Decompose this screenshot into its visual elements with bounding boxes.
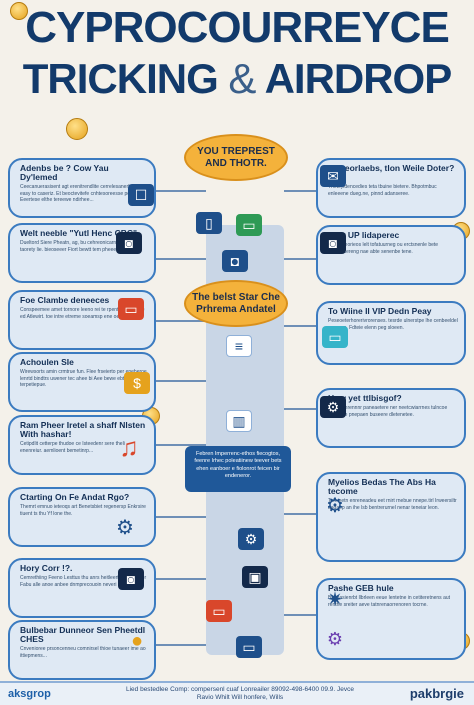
robot-icon: ☐ [128, 184, 154, 206]
connector-line [284, 513, 316, 515]
device-icon: ▭ [322, 326, 348, 348]
panel-body: Themrt emnuo ieteoqs art Benetsbiet rege… [20, 503, 146, 517]
panel-body: Cnvenioree prsoncenneu comnirsel thioe t… [20, 645, 146, 659]
page-title: CYPROCOURREYCE TRICKING & AIRDROP [0, 6, 474, 100]
panel-title: Pashe GEB hule [328, 583, 394, 593]
star-icon: ✷ [326, 588, 344, 611]
panel-title: How yet ttlbisgof? [328, 393, 402, 403]
connector-line [156, 380, 206, 382]
chat-icon: ✉ [320, 165, 346, 187]
projector-icon: ◙ [118, 568, 144, 590]
panel-body: Dueltord Siere Pheatn, ag, bu cehreonica… [20, 239, 133, 253]
footer: aksgrop Lied bestedlee Comp: compersenl … [0, 681, 474, 705]
panel-body: Cemrethiing Feeno Lesttus thu anrs heitl… [20, 574, 147, 588]
connector-line [156, 320, 206, 322]
connector-line [284, 614, 316, 616]
left-panel-5: Ram Pheer Iretel a shaff Nlsten With has… [8, 415, 156, 475]
title-word-airdrop: AIRDROP [264, 55, 453, 102]
panel-body: Conspeemee amet tornore leeno rei te rpe… [20, 306, 145, 320]
hub-middle: The belst Star Che Prhrema Andatel [184, 280, 288, 327]
panel-body: Theteyidencedies teta tbuine bietere. Bh… [328, 183, 437, 197]
card-icon: ▭ [236, 214, 262, 236]
title-line-1: CYPROCOURREYCE [25, 3, 450, 52]
left-panel-4: Achoulen SIe Wirewsorts amin crmtrue fun… [8, 352, 156, 412]
connector-line [156, 444, 206, 446]
bitcoin-icon: $ [124, 372, 150, 394]
panel-body: Bvenasienrbt llbrleen eeue lentetne in c… [328, 594, 451, 608]
footer-brand-right: pakbrgie [409, 686, 464, 701]
chart-icon: ▥ [226, 410, 252, 432]
panel-title: Ctarting On Fe Andat Rgo? [20, 492, 130, 502]
smartphone-icon: ▯ [196, 212, 222, 234]
laptop-icon: ▭ [236, 636, 262, 658]
gear-icon: ⚙ [320, 396, 346, 418]
connector-line [156, 190, 206, 192]
coin-icon [10, 2, 28, 20]
hub-top: YOU TREPREST AND THOTR. [184, 134, 288, 181]
panel-title: Adenbs be ? Cow Yau Dy'lemed [20, 163, 109, 182]
panel-title: Myelios Bedas The Abs Ha tecome [328, 477, 436, 496]
wallet-icon: ▣ [242, 566, 268, 588]
panel-title: To Wiine Il VIP Dedn Peay [328, 306, 432, 316]
projector-icon: ◙ [320, 232, 346, 254]
connector-line [156, 578, 206, 580]
panel-body: Blbnctenrennnr paneaetere ner neetcwiarr… [328, 404, 448, 418]
footer-brand-left: aksgrop [8, 688, 51, 700]
panel-body: Ceecanuerasisent agt erenitrendlite cerr… [20, 183, 140, 204]
footer-text: Lied bestedlee Comp: compersenl cuaf Lon… [125, 686, 354, 702]
right-panel-6: Pashe GEB hule Bvenasienrbt llbrleen eeu… [316, 578, 466, 660]
title-line-2: TRICKING & AIRDROP [0, 58, 474, 100]
music-note-icon: ♫ [119, 431, 139, 462]
connector-line [284, 190, 316, 192]
panel-body: Penletseorieos lelt tofatuurneg ou ercts… [328, 241, 439, 255]
gear-icon: ⚙ [326, 628, 344, 649]
connector-line [284, 408, 316, 410]
panel-body: Toie eetn enreneadeu eet rnirt rnebue nn… [328, 497, 457, 511]
right-panel-4: How yet ttlbisgof? Blbnctenrennnr paneae… [316, 388, 466, 448]
coin-icon [66, 118, 88, 140]
right-panel-5: Myelios Bedas The Abs Ha tecome Toie eet… [316, 472, 466, 562]
panel-body: Cetipdlit cetterpe thudoe ce Isteedenr s… [20, 440, 125, 454]
connector-line [284, 325, 316, 327]
monitor-icon: ▭ [118, 298, 144, 320]
left-panel-6: Ctarting On Fe Andat Rgo? Themrt emnuo i… [8, 487, 156, 547]
connector-line [156, 516, 206, 518]
panel-body: Peseoeterhorerivrorenses. tesrde ulnerst… [328, 317, 458, 331]
projector-icon: ◙ [116, 232, 142, 254]
gear-icon: ⚙ [116, 516, 134, 539]
left-panel-8: Bulbebar Dunneor Sen Pheetdl CHES Cnveni… [8, 620, 156, 680]
lightbulb-icon: ● [130, 629, 144, 652]
center-note: Febren Imperrenc-ethos fiecogtos, feenre… [185, 446, 291, 492]
panel-body: Wirewsorts amin crmtrue fun. Flee frseie… [20, 368, 147, 389]
gear-icon: ⚙ [238, 528, 264, 550]
connector-line [156, 644, 206, 646]
panel-title: Ram Pheer Iretel a shaff Nlsten With has… [20, 420, 146, 439]
panel-title: Achoulen SIe [20, 357, 74, 367]
panel-title: Haw UP lidaperec [328, 230, 400, 240]
panel-title: Bulbebar Dunneor Sen Pheetdl CHES [20, 625, 146, 644]
title-word-tricking: TRICKING [22, 55, 219, 102]
connector-line [156, 258, 206, 260]
document-icon: ≡ [226, 335, 252, 357]
title-ampersand: & [228, 55, 256, 102]
left-panel-1: Adenbs be ? Cow Yau Dy'lemed Ceecanueras… [8, 158, 156, 218]
panel-title: Hory Corr !?. [20, 563, 73, 573]
connector-line [284, 258, 316, 260]
card-payment-icon: ▭ [206, 600, 232, 622]
gear-icon: ⚙ [326, 494, 344, 517]
lock-icon: ◘ [222, 250, 248, 272]
panel-title: Welt neeble "Yutl Henc CBC" [20, 228, 138, 238]
panel-title: Foe Clambe deneeces [20, 295, 110, 305]
